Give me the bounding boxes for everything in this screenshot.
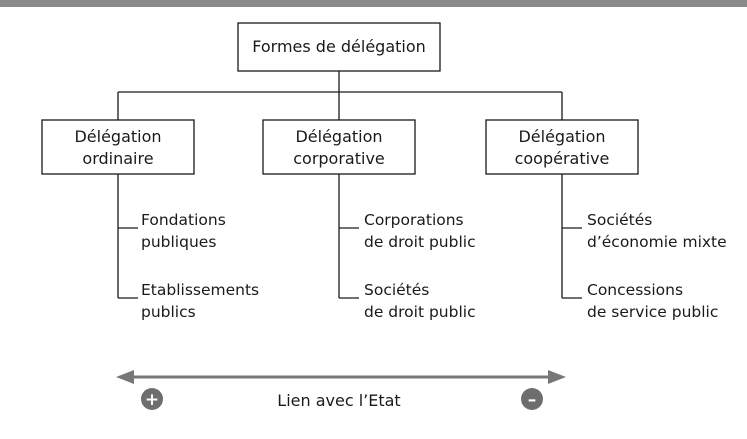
item-label-line1: Fondations <box>141 211 226 229</box>
item-label-line2: publics <box>141 303 196 321</box>
plus-circle-icon: + <box>141 388 163 410</box>
item-label-line2: de droit public <box>364 233 476 251</box>
root-connector <box>117 71 563 120</box>
item-label-line1: Sociétés <box>587 211 652 229</box>
category-box-corporative <box>262 119 416 175</box>
category-box-ordinaire <box>41 119 195 175</box>
item-label-line2: publiques <box>141 233 216 251</box>
item-label-line1: Corporations <box>364 211 464 229</box>
double-arrow <box>116 370 566 384</box>
svg-text:+: + <box>145 390 159 410</box>
category-label-line1: Délégation <box>295 127 382 146</box>
category-connector <box>561 174 582 299</box>
category-label-line2: ordinaire <box>82 149 153 168</box>
item-label-line1: Concessions <box>587 281 683 299</box>
scale-label: Lien avec l’Etat <box>277 391 400 410</box>
category-connector <box>338 174 359 299</box>
item-label-line2: de droit public <box>364 303 476 321</box>
root-label: Formes de délégation <box>252 37 426 56</box>
svg-text:–: – <box>528 390 537 410</box>
category-label-line2: coopérative <box>515 149 610 168</box>
category-label-line1: Délégation <box>518 127 605 146</box>
category-connector <box>117 174 138 299</box>
minus-circle-icon: – <box>521 388 543 410</box>
category-box-cooperative <box>485 119 639 175</box>
top-bar <box>0 0 747 7</box>
root-box <box>237 22 441 72</box>
item-label-line1: Sociétés <box>364 281 429 299</box>
item-label-line2: de service public <box>587 303 718 321</box>
item-label-line1: Etablissements <box>141 281 259 299</box>
category-label-line1: Délégation <box>74 127 161 146</box>
category-label-line2: corporative <box>293 149 385 168</box>
item-label-line2: d’économie mixte <box>587 233 727 251</box>
